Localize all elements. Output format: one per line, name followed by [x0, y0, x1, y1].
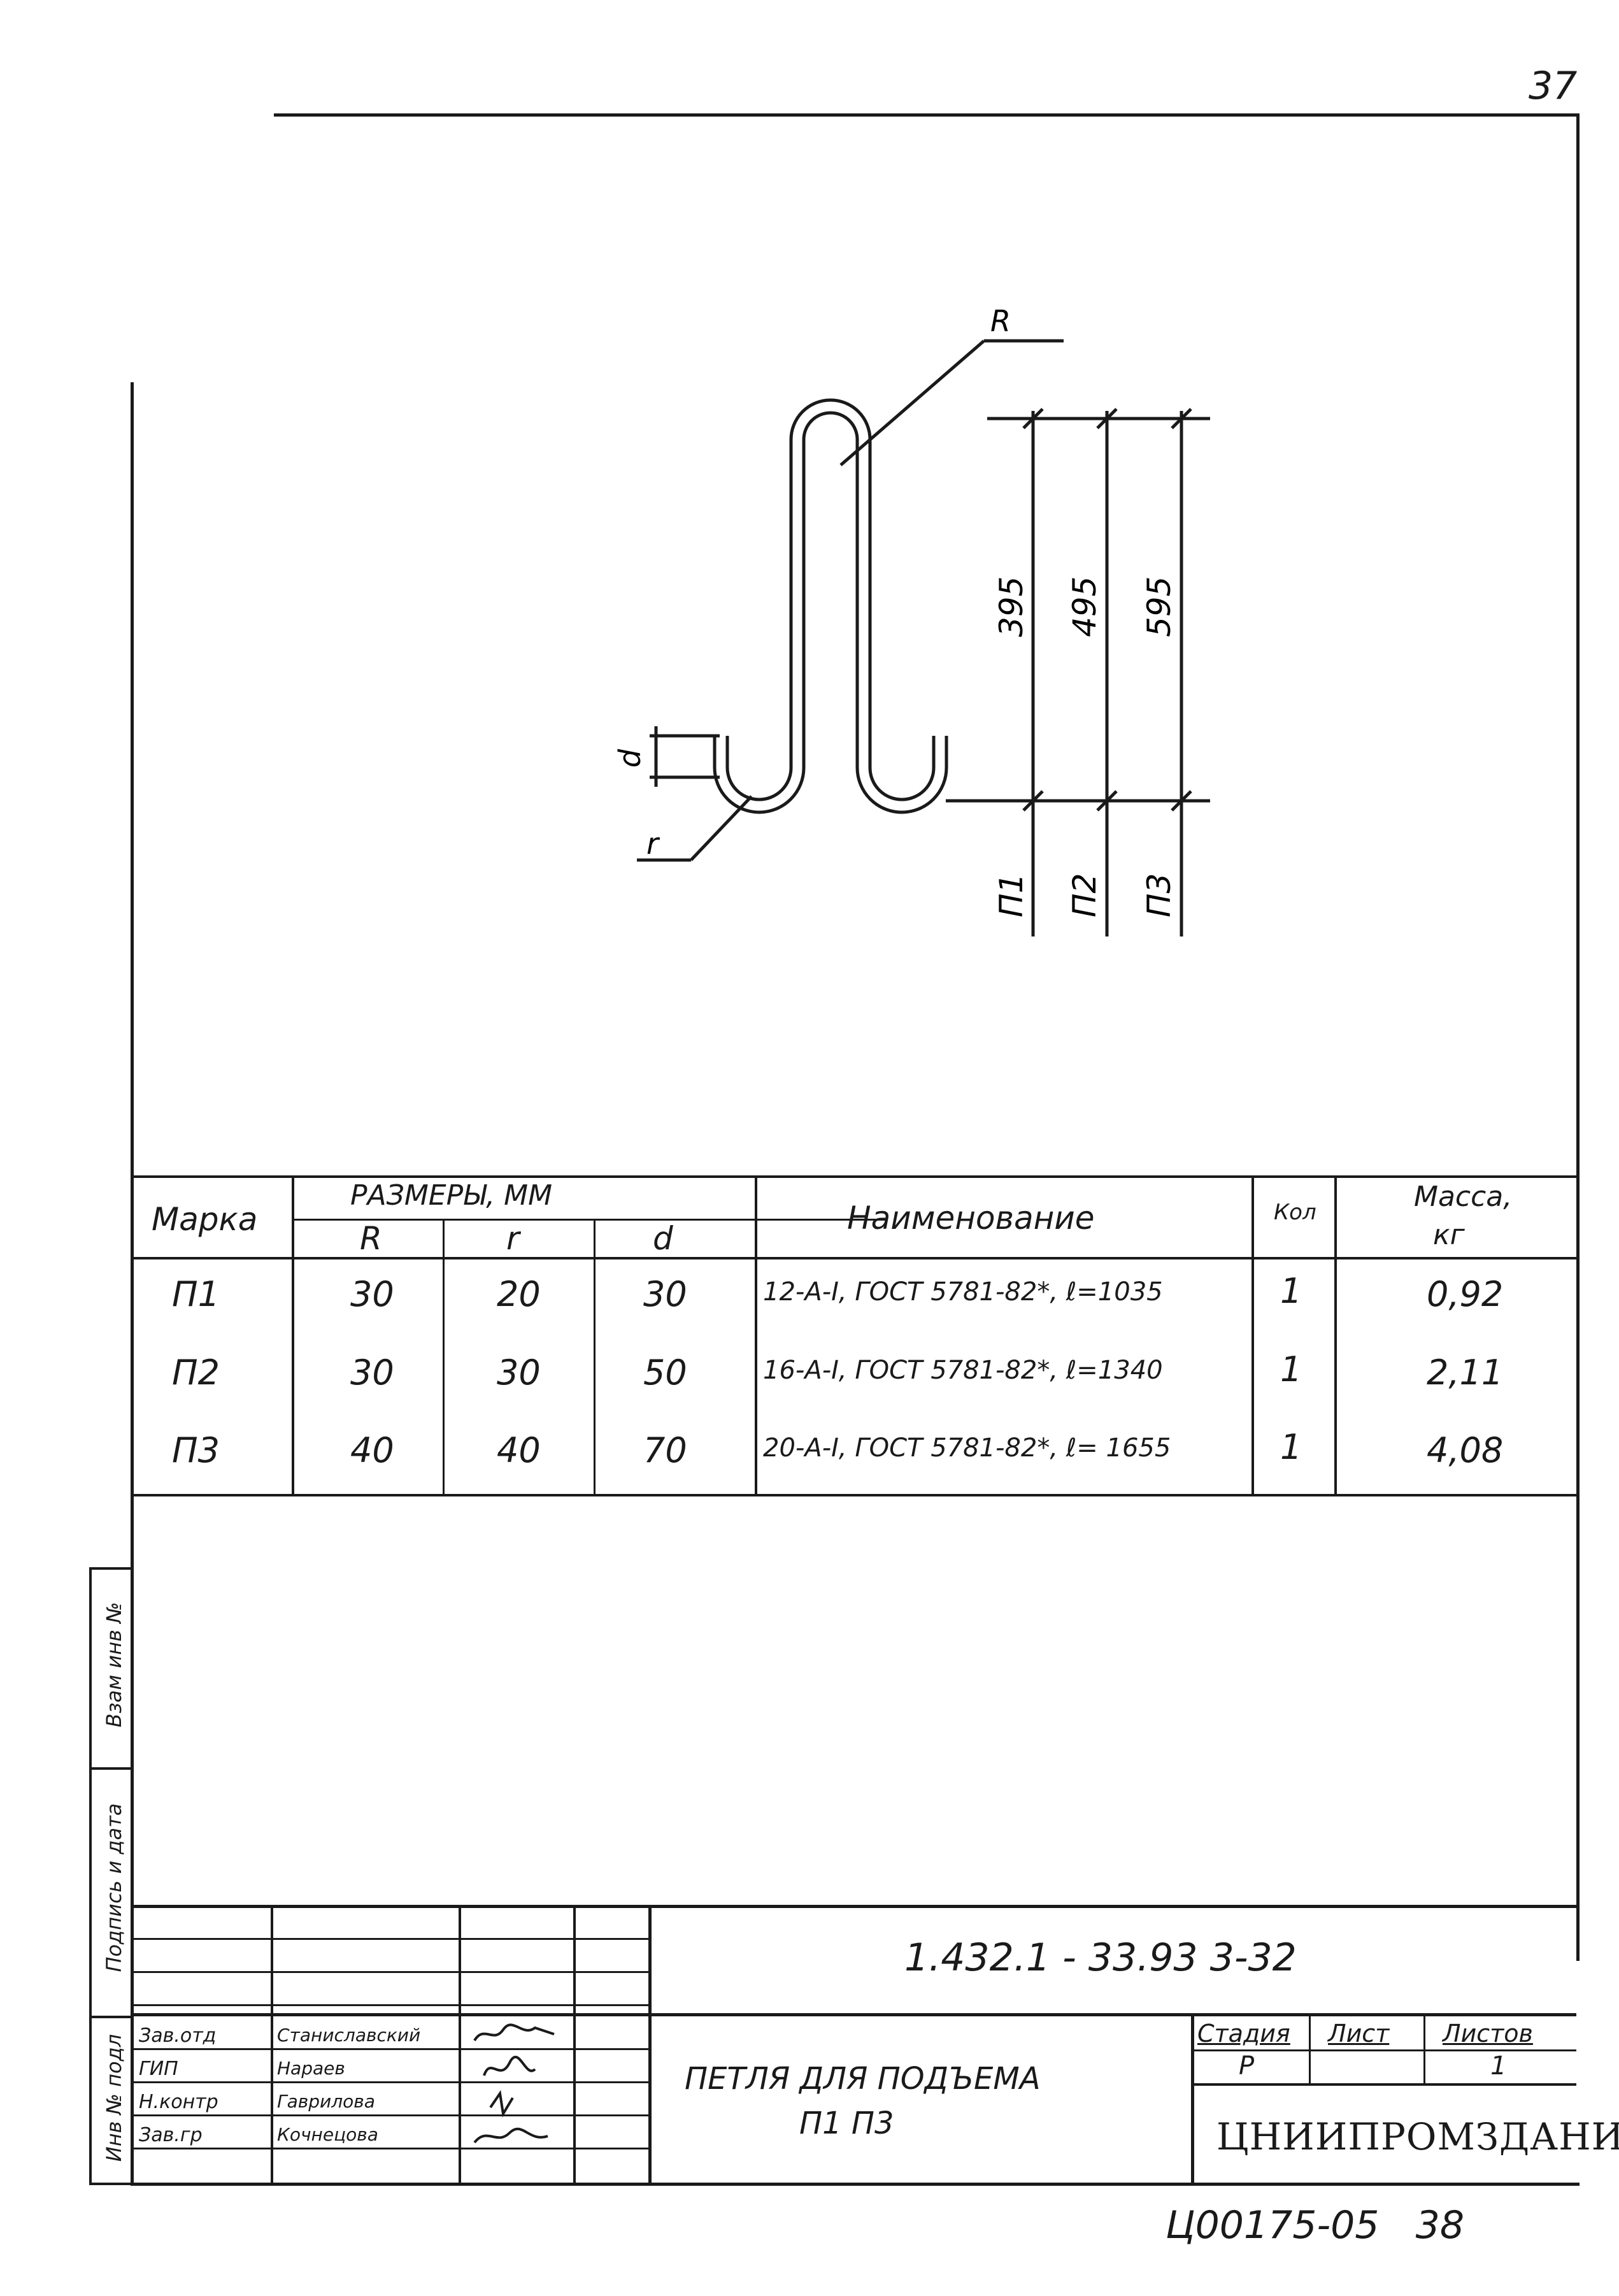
dim-p2: 495 — [1066, 577, 1103, 637]
header-mass-2: кг — [1433, 1219, 1465, 1251]
stage-header: Стадия — [1197, 2020, 1290, 2048]
table-row-1-r: 20 — [497, 1274, 541, 1314]
staff-name-4: Кочнецова — [277, 2124, 378, 2145]
table-row-3-R: 40 — [350, 1430, 394, 1470]
stage-value: Р — [1239, 2051, 1255, 2081]
frame-left — [131, 382, 134, 2185]
staff-role-2: ГИП — [139, 2058, 178, 2080]
dim-p1: 395 — [993, 577, 1030, 637]
footer-code: Ц00175-05 38 — [1166, 2203, 1465, 2248]
drawing-title-line1: ПЕТЛЯ ДЛЯ ПОДЪЕМА — [685, 2061, 1041, 2097]
label-d: d — [613, 749, 647, 768]
table-row-3-name: 20-А-I, ГОСТ 5781-82*, ℓ= 1655 — [763, 1433, 1171, 1463]
side-inv-podl: Инв № подл — [102, 2034, 126, 2162]
staff-name-2: Нараев — [277, 2058, 345, 2079]
staff-role-3: Н.контр — [139, 2091, 218, 2113]
staff-name-3: Гаврилова — [277, 2091, 375, 2112]
table-row-3-r: 40 — [497, 1430, 541, 1470]
table-row-2-r: 30 — [497, 1352, 541, 1393]
side-podpis-data: Подпись и дата — [102, 1803, 126, 1972]
label-r: r — [646, 826, 660, 861]
table-row-2-R: 30 — [350, 1352, 394, 1393]
frame-bottom — [131, 2183, 1580, 2186]
side-vzam-inv: Взам инв № — [102, 1602, 126, 1728]
mark-p2: П2 — [1066, 873, 1103, 917]
table-row-2-qty: 1 — [1280, 1349, 1302, 1389]
table-row-1-R: 30 — [350, 1274, 394, 1314]
staff-role-4: Зав.гр — [139, 2124, 203, 2146]
table-row-3-d: 70 — [643, 1430, 687, 1470]
header-sizes: РАЗМЕРЫ, ММ — [350, 1179, 553, 1212]
dim-p3: 595 — [1141, 577, 1178, 637]
mark-p1: П1 — [993, 873, 1030, 917]
frame-right — [1576, 113, 1580, 1961]
title-block: 1.432.1 - 33.93 3-32 Зав.отд Станиславск… — [134, 1905, 1619, 2183]
table-row-1-name: 12-А-I, ГОСТ 5781-82*, ℓ=1035 — [763, 1277, 1163, 1307]
table-row-2-mark: П2 — [172, 1352, 220, 1393]
table-row-1-mark: П1 — [172, 1274, 220, 1314]
header-mass-1: Масса, — [1414, 1180, 1513, 1213]
drawing-title-line2: П1 П3 — [799, 2106, 894, 2141]
header-qty: Кол — [1274, 1200, 1316, 1225]
mark-p3: П3 — [1141, 873, 1178, 917]
header-size-r: r — [506, 1220, 520, 1257]
label-R: R — [990, 304, 1011, 338]
side-stamp: Взам инв № Подпись и дата Инв № подл — [89, 1567, 134, 2185]
doc-code: 1.432.1 - 33.93 3-32 — [904, 1935, 1297, 1980]
frame-top — [274, 113, 1580, 117]
sheet-header: Лист — [1328, 2020, 1390, 2048]
sheets-header: Листов — [1443, 2020, 1533, 2048]
header-mark: Марка — [152, 1201, 258, 1238]
table-row-3-qty: 1 — [1280, 1427, 1302, 1467]
sheets-value: 1 — [1490, 2051, 1507, 2081]
staff-name-1: Станиславский — [277, 2025, 421, 2046]
table-row-2-mass: 2,11 — [1427, 1352, 1504, 1393]
table-row-3-mass: 4,08 — [1427, 1430, 1504, 1470]
table-row-2-d: 50 — [643, 1352, 687, 1393]
table-row-3-mark: П3 — [172, 1430, 220, 1470]
header-size-d: d — [653, 1220, 673, 1257]
table-row-1-d: 30 — [643, 1274, 687, 1314]
table-row-2-name: 16-А-I, ГОСТ 5781-82*, ℓ=1340 — [763, 1356, 1163, 1385]
organization-name: ЦНИИПРОМЗДАНИЙ — [1216, 2115, 1619, 2158]
loop-drawing: R r d 395 495 595 П1 П2 П3 — [613, 304, 1210, 936]
page-number: 37 — [1529, 64, 1578, 108]
staff-role-1: Зав.отд — [139, 2025, 217, 2047]
header-name: Наименование — [847, 1200, 1095, 1237]
signatures — [473, 2023, 555, 2144]
table-row-1-mass: 0,92 — [1427, 1274, 1504, 1314]
header-size-R: R — [360, 1220, 382, 1257]
spec-table: Марка РАЗМЕРЫ, ММ R r d Наименование Кол… — [134, 1175, 1576, 1496]
table-row-1-qty: 1 — [1280, 1271, 1302, 1311]
